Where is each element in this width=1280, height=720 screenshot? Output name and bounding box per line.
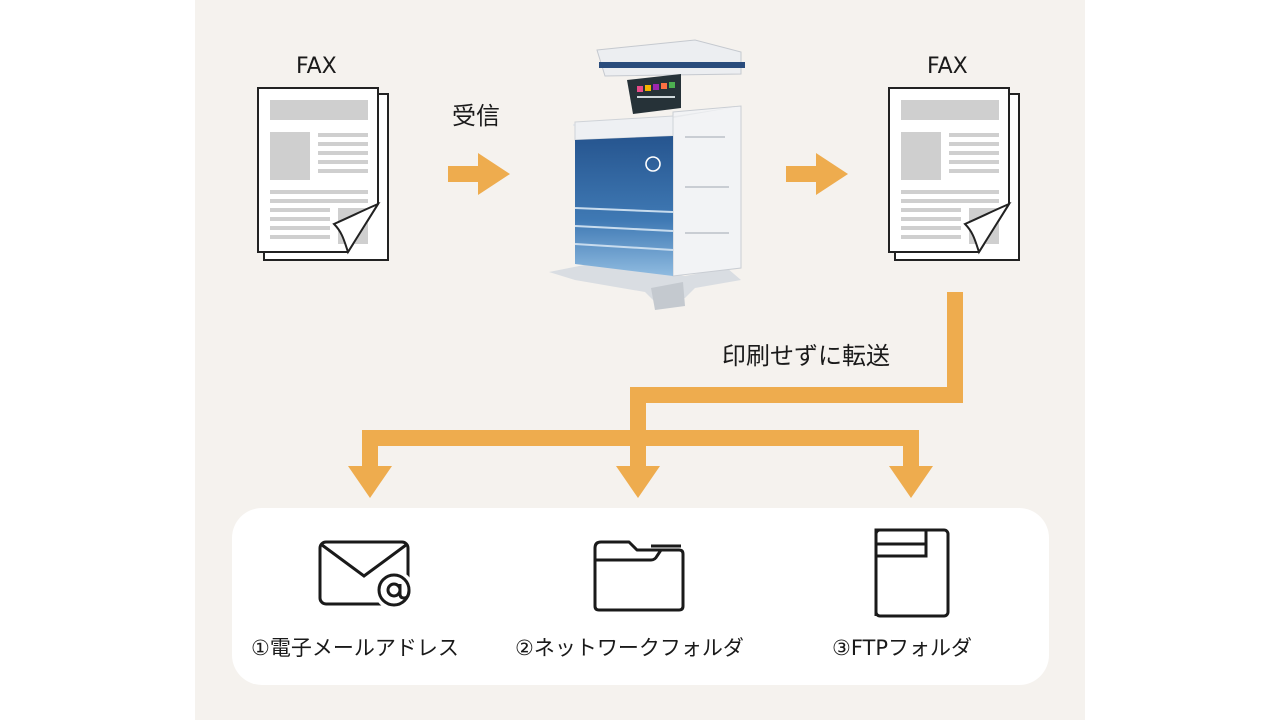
fax-left-label: FAX [296, 54, 337, 79]
receive-arrow [448, 153, 510, 195]
fax-right-label: FAX [927, 54, 968, 79]
arrowhead-folder [616, 466, 660, 498]
receive-label: 受信 [452, 102, 500, 130]
ftp-server-icon [874, 528, 950, 618]
mail-at-icon [318, 540, 414, 610]
folder-icon [593, 540, 685, 612]
forward-label: 印刷せずに転送 [722, 342, 890, 370]
output-arrow [786, 153, 848, 195]
arrowhead-email [348, 466, 392, 498]
fax-document-left-icon [257, 87, 389, 261]
arrowhead-ftp [889, 466, 933, 498]
multifunction-printer-image [549, 39, 745, 310]
destinations-panel [232, 508, 1049, 685]
destination-label-email: ①電子メールアドレス [251, 636, 459, 660]
destination-label-ftp-folder: ③FTPフォルダ [832, 636, 973, 660]
forward-line [630, 292, 963, 438]
destination-label-network-folder: ②ネットワークフォルダ [515, 636, 744, 660]
fax-document-right-icon [888, 87, 1020, 261]
